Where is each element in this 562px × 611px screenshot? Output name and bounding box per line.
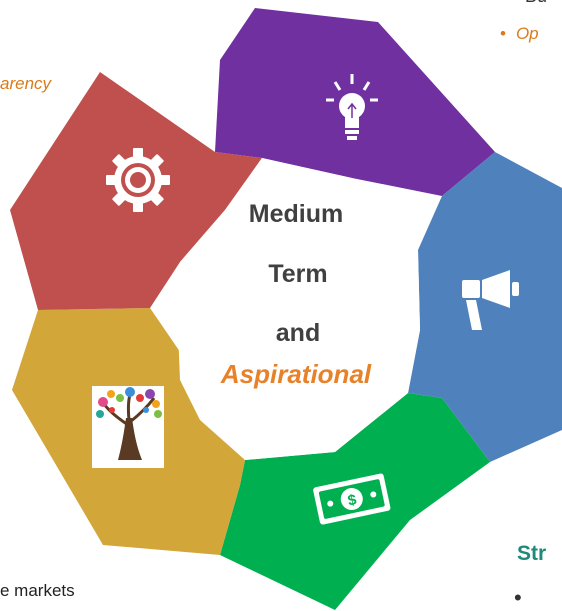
text-fragment-bottom: e markets	[0, 581, 75, 600]
center-octagon	[178, 158, 420, 460]
center-title-line4: Aspirational	[220, 359, 372, 389]
dollar-bill-icon: $	[313, 473, 391, 525]
gear-icon	[106, 148, 170, 212]
bullet-item-op: • Op	[500, 24, 539, 44]
bullet-glyph: •	[500, 24, 506, 43]
center-title-line3: and	[276, 319, 320, 347]
center-title-line2: Term	[268, 260, 327, 288]
segment-blue	[408, 152, 562, 462]
center-title-line1: Medium	[249, 200, 343, 228]
tree-icon	[92, 386, 164, 468]
megaphone-icon	[462, 270, 519, 330]
lightbulb-icon	[326, 74, 378, 140]
heading-fragment-right: Str	[517, 542, 547, 565]
bullet-text: Op	[515, 24, 539, 43]
text-fragment-left: arency	[0, 74, 52, 93]
bullet-fragment-right: •	[514, 585, 522, 610]
text-fragment-top: Bu	[525, 0, 547, 7]
